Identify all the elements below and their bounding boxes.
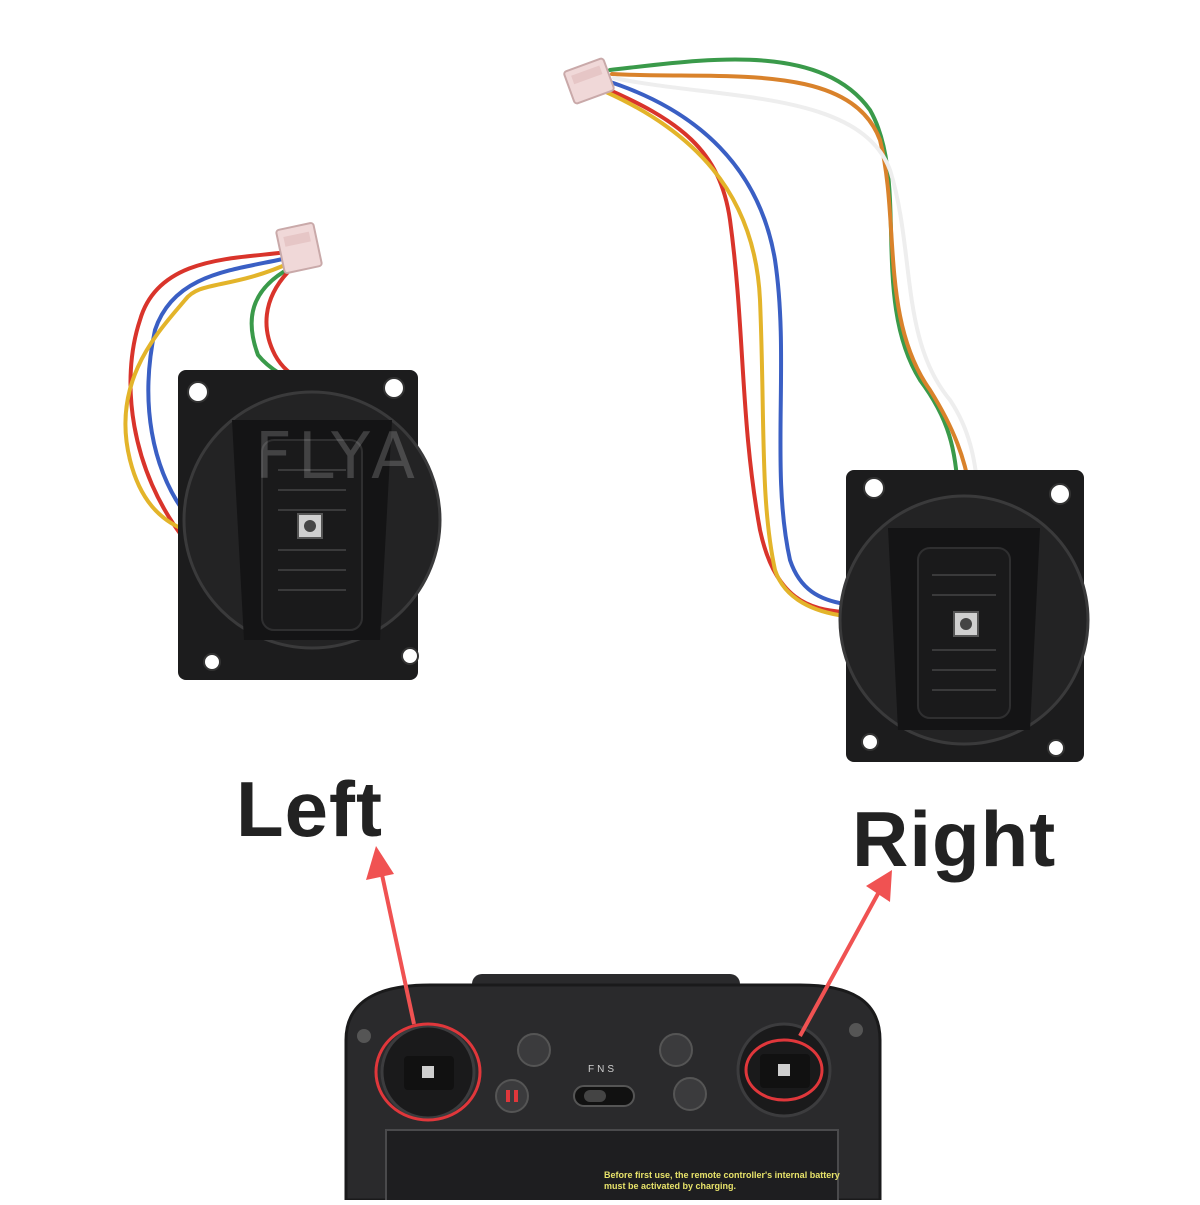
right-connector: [563, 57, 615, 105]
left-connector: [275, 222, 323, 274]
arrows: [366, 846, 892, 1037]
left-gimbal-wires: [123, 248, 302, 542]
left-label: Left: [236, 765, 383, 853]
remote-controller: [344, 974, 882, 1205]
right-label: Right: [852, 795, 1057, 883]
fns-switch-label: FNS: [588, 1064, 617, 1075]
left-gimbal: [178, 370, 442, 680]
right-highlight-ring: [744, 1038, 824, 1102]
right-gimbal-wires: [598, 57, 980, 618]
controller-notice-text: Before first use, the remote controller'…: [604, 1170, 840, 1191]
left-highlight-ring: [374, 1022, 482, 1122]
highlight-rings: [374, 1022, 824, 1122]
right-gimbal: [838, 470, 1090, 762]
watermark-text: FLYA: [255, 420, 421, 494]
